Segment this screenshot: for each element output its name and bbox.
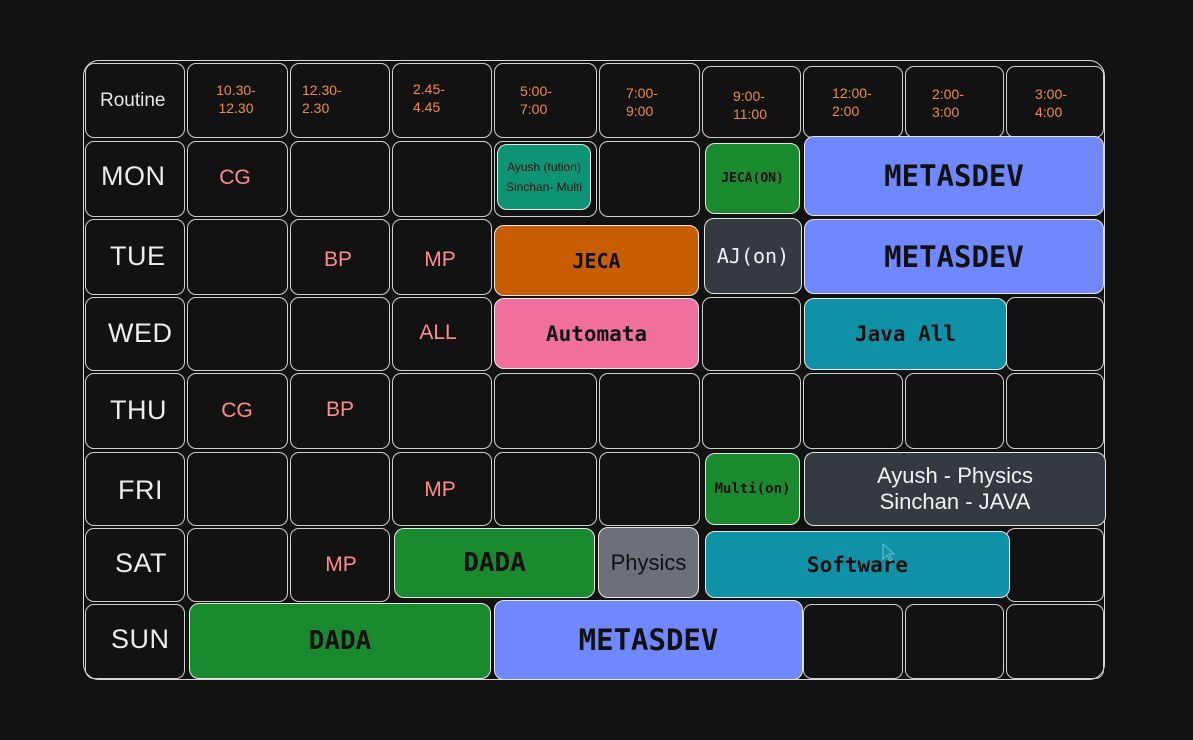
grid-cell (803, 604, 903, 679)
header-cell-slot-1 (187, 63, 288, 138)
day-label-mon: MON (101, 161, 166, 191)
grid-cell (290, 297, 390, 371)
time-slot-label: 2:00- 3:00 (932, 86, 964, 120)
day-cell-sat (85, 528, 185, 602)
grid-cell (392, 219, 492, 295)
time-slot-label: 12:00- 2:00 (832, 85, 872, 119)
time-slot-label: 12.30- 2.30 (302, 82, 342, 116)
header-cell-corner (85, 63, 185, 138)
day-label-sun: SUN (111, 624, 170, 654)
block-sun-dada[interactable]: DADA (189, 603, 491, 679)
grid-cell (1006, 604, 1104, 679)
time-slot-label: 2.45- 4.45 (413, 81, 445, 115)
entry-thu-cg: CG (221, 399, 253, 422)
block-fri-ayush-sinchan[interactable]: Ayush - Physics Sinchan - JAVA (804, 452, 1106, 526)
grid-cell (702, 373, 801, 449)
block-wed-automata[interactable]: Automata (494, 298, 699, 369)
day-cell-fri (85, 452, 185, 526)
grid-cell (905, 373, 1004, 449)
day-cell-wed (85, 297, 185, 371)
grid-cell (187, 528, 288, 602)
header-cell-slot-3 (392, 63, 492, 138)
block-tue-aj-on[interactable]: AJ(on) (704, 218, 802, 294)
grid-cell (599, 141, 700, 217)
grid-cell (187, 141, 288, 217)
grid-cell (392, 373, 492, 449)
block-wed-java-all[interactable]: Java All (804, 298, 1007, 370)
day-cell-sun (85, 604, 185, 679)
entry-tue-bp: BP (323, 248, 352, 271)
time-slot-label: 3:00- 4:00 (1035, 86, 1067, 120)
block-sat-software[interactable]: Software (705, 531, 1010, 598)
grid-cell (392, 297, 492, 371)
grid-cell (494, 141, 597, 217)
day-cell-tue (85, 219, 185, 295)
block-fri-multi-on[interactable]: Multi(on) (705, 453, 800, 525)
block-mon-jeca-on[interactable]: JECA(ON) (705, 143, 800, 214)
header-cell-slot-6 (702, 66, 801, 138)
time-slot-label: 10.30- 12.30 (216, 82, 256, 116)
block-sun-metasdev[interactable]: METASDEV (494, 600, 803, 680)
grid-cell (803, 373, 903, 449)
entry-fri-mp: MP (424, 478, 456, 501)
grid-cell (187, 452, 288, 526)
grid-cell (1006, 297, 1104, 371)
grid-cell (1006, 373, 1104, 449)
grid-cell (494, 373, 597, 449)
block-tue-jeca[interactable]: JECA (494, 225, 699, 296)
mouse-cursor-icon (882, 543, 896, 562)
block-sat-physics[interactable]: Physics (598, 527, 699, 598)
block-mon-metasdev[interactable]: METASDEV (804, 136, 1104, 216)
grid-cell (187, 373, 288, 449)
day-label-thu: THU (110, 395, 167, 425)
block-mon-tution-line2: Sinchan- Multi (505, 180, 583, 194)
time-slot-label: 9:00- 11:00 (733, 88, 767, 122)
entry-wed-all: ALL (419, 321, 457, 344)
grid-cell (599, 373, 700, 449)
day-label-fri: FRI (118, 475, 163, 505)
grid-cell (290, 452, 390, 526)
grid-cell (392, 452, 492, 526)
grid-cell (290, 528, 390, 602)
header-cell-slot-5 (599, 63, 700, 138)
day-label-wed: WED (108, 318, 173, 348)
entry-mon-cg: CG (219, 166, 251, 189)
grid-cell (290, 141, 390, 217)
block-sat-dada[interactable]: DADA (394, 528, 595, 598)
grid-cell (599, 452, 700, 526)
grid-cell (494, 452, 597, 526)
block-fri-line2: Sinchan - JAVA (879, 489, 1031, 514)
grid-cell (187, 297, 288, 371)
entry-thu-bp: BP (325, 398, 354, 421)
grid-cell (392, 141, 492, 217)
grid-cell (290, 373, 390, 449)
block-mon-tution[interactable]: Ayush (tution) Sinchan- Multi (497, 144, 591, 210)
entry-sat-mp: MP (325, 553, 357, 576)
corner-label: Routine (100, 90, 166, 111)
grid-cell (1006, 528, 1104, 602)
grid-cell (290, 219, 390, 295)
grid-cell (905, 604, 1004, 679)
grid-cell (187, 219, 288, 295)
grid-cell (702, 297, 801, 371)
day-cell-mon (85, 141, 185, 217)
block-fri-line1: Ayush - Physics (876, 463, 1034, 488)
header-cell-slot-2 (290, 63, 390, 138)
block-tue-metasdev[interactable]: METASDEV (804, 219, 1104, 294)
entry-tue-mp: MP (424, 248, 456, 271)
header-cell-slot-4 (494, 63, 597, 138)
day-cell-thu (85, 373, 185, 449)
day-label-tue: TUE (110, 241, 166, 271)
block-mon-tution-line1: Ayush (tution) (507, 160, 581, 174)
day-label-sat: SAT (115, 548, 168, 578)
time-slot-label: 7:00- 9:00 (626, 85, 658, 119)
time-slot-label: 5:00- 7:00 (520, 83, 552, 117)
